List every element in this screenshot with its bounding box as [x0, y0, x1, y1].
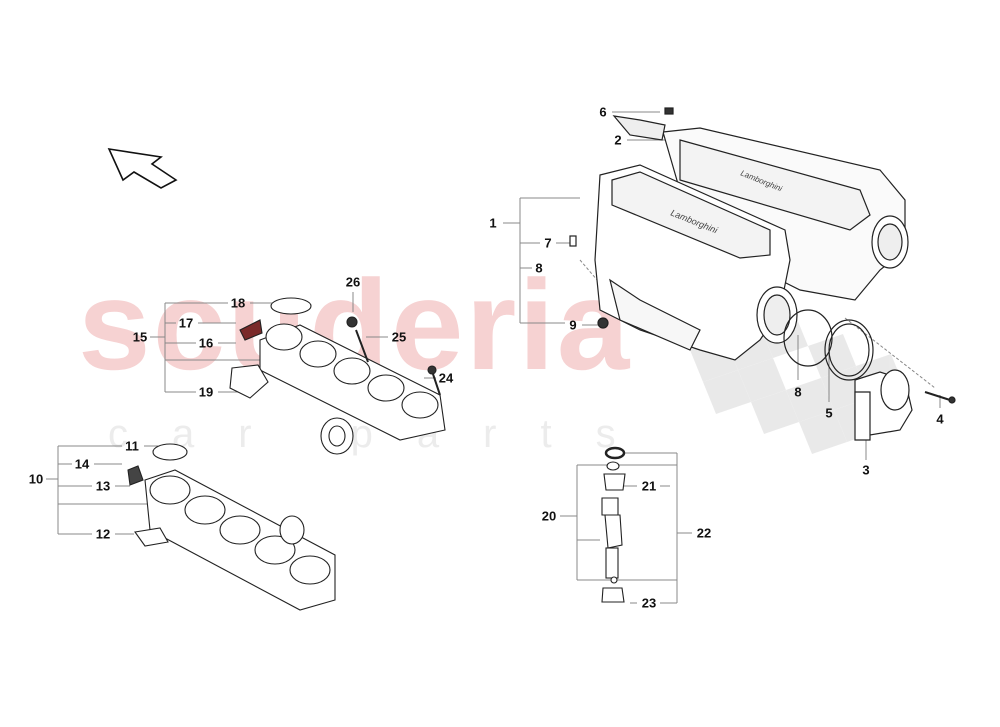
callout-22[interactable]: 22 [696, 525, 712, 541]
lower-intake-right-drawing [229, 297, 446, 455]
callout-20[interactable]: 20 [541, 508, 557, 524]
callout-11[interactable]: 11 [125, 438, 139, 454]
callout-8[interactable]: 8 [535, 260, 543, 276]
callout-9[interactable]: 9 [569, 317, 577, 333]
callout-16[interactable]: 16 [198, 335, 214, 351]
callout-26[interactable]: 26 [345, 274, 361, 290]
callout-18[interactable]: 18 [230, 295, 246, 311]
callout-4[interactable]: 4 [936, 411, 944, 427]
callout-8-gasket[interactable]: 8 [794, 384, 802, 400]
callout-24[interactable]: 24 [438, 370, 454, 386]
callout-5[interactable]: 5 [825, 405, 833, 421]
callout-15[interactable]: 15 [132, 329, 148, 345]
injector-drawing [601, 446, 626, 603]
callout-17[interactable]: 17 [178, 315, 194, 331]
callout-25[interactable]: 25 [391, 329, 407, 345]
callout-6[interactable]: 6 [599, 104, 607, 120]
callout-1[interactable]: 1 [489, 215, 497, 231]
direction-arrow-icon [107, 147, 178, 189]
callout-21[interactable]: 21 [641, 478, 657, 494]
callout-3[interactable]: 3 [862, 462, 870, 478]
callout-13[interactable]: 13 [95, 478, 111, 494]
lower-intake-left-drawing [127, 443, 336, 611]
callout-23[interactable]: 23 [641, 595, 657, 611]
callout-12[interactable]: 12 [95, 526, 111, 542]
callout-10[interactable]: 10 [28, 471, 44, 487]
throttle-body-drawing [783, 309, 956, 441]
callout-2[interactable]: 2 [614, 132, 622, 148]
intake-manifold-drawing: Lamborghini Lamborghini [569, 107, 909, 361]
callout-19[interactable]: 19 [198, 384, 214, 400]
callout-14[interactable]: 14 [74, 456, 90, 472]
callout-7[interactable]: 7 [544, 235, 552, 251]
